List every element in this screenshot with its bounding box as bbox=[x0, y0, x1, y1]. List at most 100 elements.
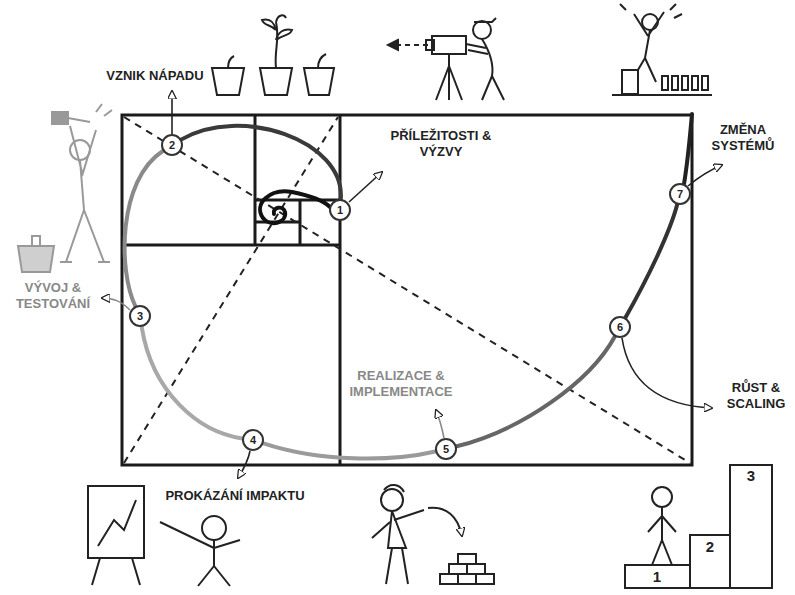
builder-figure-part bbox=[458, 554, 476, 564]
presenter-figure-part bbox=[92, 558, 140, 585]
camera-operator-part bbox=[436, 54, 462, 100]
golden-rectangle bbox=[122, 115, 692, 465]
callout-number: 4 bbox=[250, 435, 256, 446]
hammer-figure-part bbox=[32, 236, 40, 246]
presenter-figure-part bbox=[160, 522, 240, 566]
presenter-figure-part bbox=[98, 500, 136, 546]
golden-rectangle-part bbox=[255, 199, 340, 202]
camera-operator-part bbox=[474, 18, 496, 22]
builder-figure-part bbox=[467, 564, 485, 574]
builder-figure-part bbox=[476, 574, 494, 584]
celebrating-figure-part bbox=[622, 70, 638, 94]
callout-number: 2 bbox=[169, 140, 175, 151]
celebrating-figure-part bbox=[612, 94, 712, 96]
leader-arrow-part bbox=[349, 172, 382, 202]
stage-label: PROKÁZÁNÍ IMPAKTU bbox=[150, 488, 320, 504]
podium-part bbox=[652, 540, 672, 565]
spiral-segment bbox=[264, 443, 436, 458]
builder-figure-part bbox=[440, 574, 458, 584]
builder-figure-part bbox=[386, 548, 408, 584]
callout-number: 6 bbox=[617, 322, 623, 333]
leader-arrow-part bbox=[436, 410, 444, 438]
plant-pots-part bbox=[318, 54, 326, 68]
plant-pots-part bbox=[260, 68, 292, 95]
spiral-tail-part bbox=[260, 191, 330, 223]
leader-arrow bbox=[102, 91, 722, 478]
celebrating-figure-part bbox=[702, 76, 708, 90]
leader-arrow-part bbox=[622, 338, 712, 408]
podium-part bbox=[690, 535, 730, 588]
leader-arrow-part bbox=[102, 298, 130, 310]
celebrating-figure-part bbox=[672, 76, 678, 90]
dashed-diagonal bbox=[124, 117, 690, 463]
camera-operator-part bbox=[388, 40, 398, 50]
stage-label: ZMĚNA SYSTÉMŮ bbox=[702, 122, 784, 154]
plant-pots-part bbox=[228, 56, 234, 68]
presenter-figure-part bbox=[202, 516, 226, 540]
stage-number-circle: 6 bbox=[609, 316, 631, 338]
stage-number-circle: 7 bbox=[669, 183, 691, 205]
stage-number-circle: 3 bbox=[129, 305, 151, 327]
leader-arrow-part bbox=[238, 451, 250, 478]
builder-figure-part bbox=[449, 564, 467, 574]
stage-label: PŘÍLEŽITOSTI & VÝZVY bbox=[385, 128, 497, 160]
leader-arrow-part bbox=[171, 91, 173, 134]
dashed-diagonal-part bbox=[124, 117, 338, 463]
stage-number-circle: 2 bbox=[161, 134, 183, 156]
spiral-segment bbox=[626, 205, 678, 318]
celebrating-figure-part bbox=[662, 76, 668, 90]
celebrating-figure bbox=[612, 4, 712, 95]
celebrating-figure-part bbox=[692, 76, 698, 90]
celebrating-figure-part bbox=[620, 4, 682, 18]
camera-operator-part bbox=[396, 44, 428, 46]
podium-number: 1 bbox=[647, 569, 667, 585]
spiral-tail bbox=[260, 114, 692, 223]
spiral-segment bbox=[182, 126, 341, 199]
podium-part bbox=[648, 507, 676, 540]
hammer-figure-part bbox=[68, 118, 90, 122]
spiral-tail-part bbox=[684, 114, 692, 184]
presenter-figure-part bbox=[88, 486, 144, 558]
builder-figure bbox=[372, 485, 494, 584]
stage-label: VZNIK NÁPADU bbox=[100, 68, 210, 84]
stage-number-circle: 5 bbox=[435, 438, 457, 460]
stage-number-circle: 4 bbox=[242, 429, 264, 451]
celebrating-figure-part bbox=[642, 14, 658, 30]
plant-pots-part bbox=[212, 68, 244, 95]
golden-rectangle-part bbox=[339, 115, 342, 465]
builder-figure-part bbox=[428, 508, 462, 536]
podium-part bbox=[652, 487, 672, 507]
spiral-segment bbox=[125, 151, 163, 306]
leader-arrow-part bbox=[688, 165, 722, 186]
podium-part bbox=[625, 465, 772, 588]
podium bbox=[625, 465, 772, 588]
celebrating-figure-part bbox=[682, 76, 688, 90]
presenter-figure-part bbox=[198, 566, 230, 586]
stage-label: RŮST & SCALING bbox=[722, 380, 790, 412]
callout-number: 5 bbox=[443, 444, 449, 455]
builder-figure-part bbox=[384, 485, 404, 492]
plant-pots-part bbox=[262, 19, 276, 30]
celebrating-figure-part bbox=[634, 12, 664, 58]
camera-operator bbox=[388, 18, 504, 100]
golden-rectangle-part bbox=[122, 115, 692, 465]
hammer-figure-part bbox=[52, 112, 68, 124]
hammer-figure-part bbox=[60, 261, 110, 263]
golden-rectangle-part bbox=[122, 244, 340, 247]
hammer-figure bbox=[18, 104, 112, 272]
camera-operator-part bbox=[466, 44, 488, 54]
stage-label: VÝVOJ & TESTOVÁNÍ bbox=[8, 280, 98, 312]
podium-number: 2 bbox=[700, 539, 720, 555]
plant-pots bbox=[212, 15, 334, 95]
builder-figure-part bbox=[458, 574, 476, 584]
golden-rectangle-part bbox=[254, 115, 257, 245]
hammer-figure-part bbox=[70, 126, 96, 210]
plant-pots-part bbox=[276, 29, 292, 40]
camera-operator-part bbox=[426, 40, 434, 50]
callout-number: 1 bbox=[337, 205, 343, 216]
callout-number: 3 bbox=[137, 311, 143, 322]
stage-label: REALIZACE & IMPLEMENTACE bbox=[345, 368, 457, 400]
camera-operator-part bbox=[473, 21, 491, 39]
